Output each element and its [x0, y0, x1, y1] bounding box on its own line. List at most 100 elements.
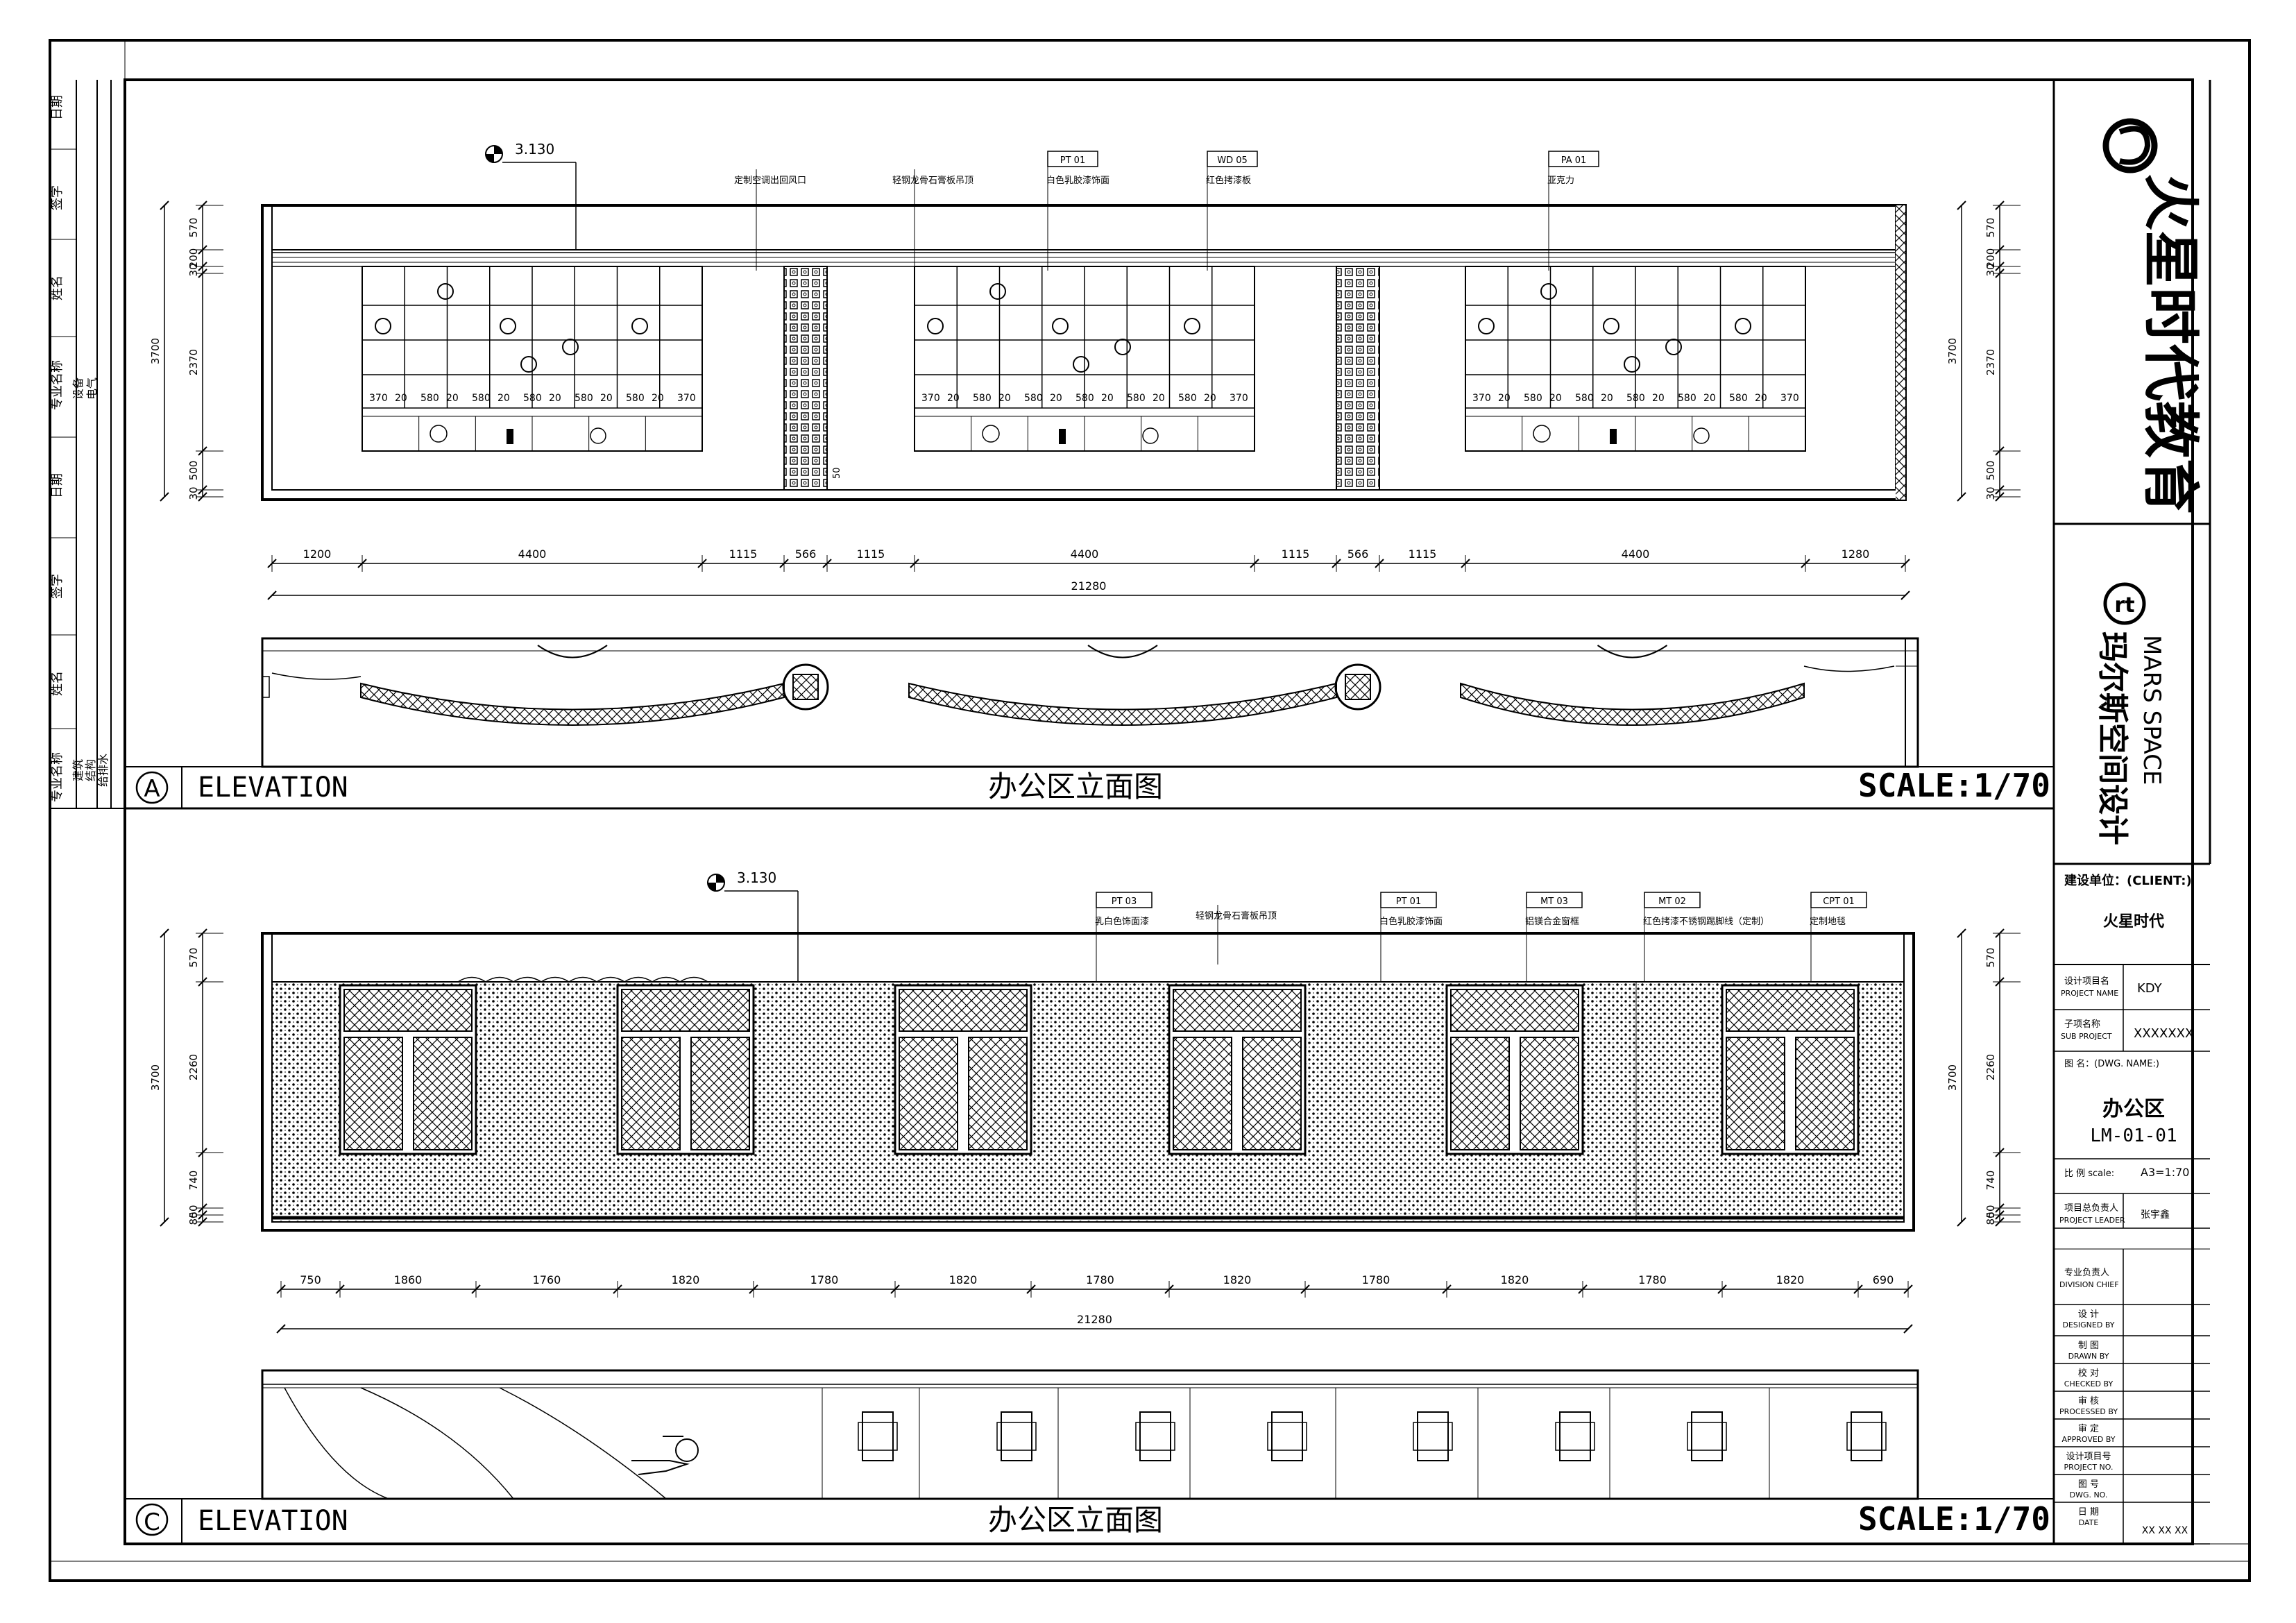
vertical-dim: 500 [1984, 461, 1997, 481]
vertical-dim: 50 [1984, 1205, 1997, 1218]
row-label-cn: 制 图 [2078, 1341, 2099, 1351]
leader-label-cn: 项目总负责人 [2064, 1203, 2118, 1214]
vertical-dim: 2370 [187, 349, 200, 375]
decor-object [927, 318, 944, 334]
window [1445, 984, 1584, 1155]
row-label-cn: 校 对 [2078, 1368, 2099, 1379]
decor-object [590, 427, 606, 444]
drawing-title-c: 办公区立面图 [988, 1503, 1163, 1537]
vertical-dim: 570 [1984, 948, 1997, 968]
horizontal-dim: 1780 [1086, 1273, 1114, 1286]
window [1721, 984, 1860, 1155]
shelf-dim: 20 [1703, 393, 1716, 404]
project-label-en: PROJECT NAME [2061, 989, 2118, 998]
shelf-dim: 20 [600, 393, 613, 404]
callout-tag: MT 02 [1658, 897, 1686, 907]
desk-seat [822, 1388, 898, 1499]
revision-strip [50, 80, 125, 809]
strip-discipline: 建筑 [71, 759, 85, 781]
title-bar-a: A ELEVATION 办公区立面图 SCALE:1/70 [144, 767, 2050, 808]
callout-text: 轻钢龙骨石膏板吊顶 [892, 175, 973, 186]
desk-seat [1477, 1388, 1595, 1499]
designer-name-en: MARS SPACE [2138, 635, 2166, 785]
row-label-en: DRAWN BY [2068, 1352, 2109, 1361]
designer-name-cn: 玛尔斯空间设计 [2095, 631, 2130, 845]
decor-object [375, 318, 391, 334]
row-label-en: PROCESSED BY [2059, 1407, 2118, 1416]
vertical-dim: 570 [187, 948, 200, 968]
scale-c: SCALE:1/70 [1858, 1500, 2050, 1538]
row-label-cn: 审 定 [2078, 1424, 2099, 1434]
scale-label: 比 例 scale: [2064, 1169, 2114, 1179]
shelf-dim: 370 [369, 393, 388, 404]
level-marker: 3.130 [485, 141, 577, 250]
horizontal-dim: 1820 [672, 1273, 700, 1286]
dwg-name: 办公区 [2102, 1097, 2165, 1121]
level-value-c: 3.130 [737, 869, 776, 886]
decor-object [1624, 356, 1640, 373]
vertical-dim: 30 [1984, 263, 1997, 276]
date-value: XX XX XX [2142, 1525, 2188, 1536]
decor-object [562, 339, 579, 355]
vertical-dim: 80 [187, 1212, 200, 1225]
client-value: 火星时代 [2103, 913, 2164, 931]
vertical-dim: 570 [1984, 218, 1997, 238]
brand-logo [2102, 118, 2158, 173]
callout-tag: PA 01 [1561, 155, 1587, 166]
horizontal-dim: 1860 [394, 1273, 423, 1286]
shelf-dim: 20 [498, 393, 510, 404]
shelf-dim: 370 [1472, 393, 1491, 404]
horizontal-dim: 4400 [1071, 547, 1099, 561]
strip-label: 专业名称 [50, 360, 65, 410]
shelf-dim: 580 [575, 393, 593, 404]
desk-seat [1609, 1388, 1727, 1499]
row-label-en: DATE [2079, 1518, 2099, 1527]
shelf-dim: 20 [998, 393, 1011, 404]
shelf-dim: 580 [1678, 393, 1697, 404]
client-label: 建设单位：(CLIENT:) [2064, 873, 2192, 888]
brand-name: 火星时代教育 [2137, 173, 2203, 515]
ceiling-arch [1460, 645, 1805, 726]
strip-discipline: 结构 [84, 759, 97, 781]
horizontal-dim: 690 [1873, 1273, 1894, 1286]
decor-object [437, 283, 454, 300]
horizontal-dim: 1115 [857, 547, 885, 561]
callout-tag: WD 05 [1217, 155, 1248, 166]
dwg-code: LM-01-01 [2090, 1125, 2177, 1146]
lattice-column-left [783, 266, 828, 491]
vertical-dim-total: 3700 [149, 1064, 162, 1091]
callout-text: 红色拷漆板 [1206, 175, 1251, 186]
shelf-dim: 580 [626, 393, 645, 404]
callout-text: 乳白色饰面漆 [1095, 916, 1149, 927]
decor-object [989, 283, 1006, 300]
title-block: 火星时代教育 rt 玛尔斯空间设计 MARS SPACE 建设单位：(CLIEN… [2054, 80, 2211, 1545]
shelf-dim: 580 [1024, 393, 1043, 404]
window [894, 984, 1032, 1155]
drawing-title-a: 办公区立面图 [988, 770, 1163, 804]
row-label-cn: 审 核 [2078, 1396, 2099, 1407]
view-label-c: ELEVATION [198, 1505, 348, 1537]
decor-object [1142, 427, 1159, 444]
shelf-dim: 20 [1204, 393, 1216, 404]
horizontal-dim: 1115 [1282, 547, 1310, 561]
vertical-dim: 30 [1984, 486, 1997, 500]
shelf-dim: 370 [677, 393, 696, 404]
decor-object [1478, 318, 1495, 334]
vertical-dim: 50 [187, 1205, 200, 1218]
decor-object [500, 318, 516, 334]
shelf-dim: 20 [947, 393, 960, 404]
callout-text: 铝镁合金窗框 [1525, 916, 1579, 927]
horizontal-dim: 750 [300, 1273, 321, 1286]
shelf-dim: 580 [973, 393, 992, 404]
ceiling-arch [908, 645, 1337, 726]
decor-object [1073, 356, 1089, 373]
strip-label: 姓名 [50, 671, 65, 696]
